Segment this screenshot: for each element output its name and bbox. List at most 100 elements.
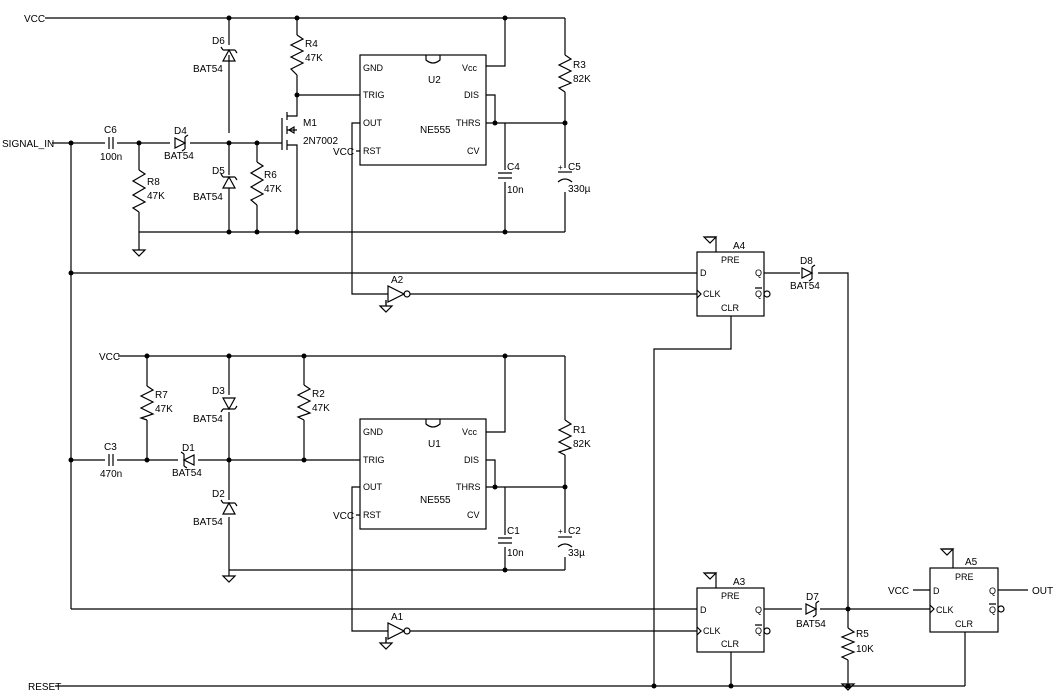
c4-value: 10n [507,185,524,196]
d1-value: BAT54 [172,468,202,479]
r1-value: 82K [573,439,591,450]
net-vcc-a5: VCC [888,586,909,597]
m1-ref: M1 [303,118,317,129]
a3-pin-qbar: Q [755,626,762,636]
net-out: OUT [1032,586,1053,597]
a4-pin-pre: PRE [721,255,740,265]
r3-value: 82K [573,74,591,85]
r1-ref: R1 [573,425,586,436]
a4-pin-clk: CLK [703,289,721,299]
a5-pin-d: D [933,586,940,596]
m1-value: 2N7002 [303,136,338,147]
d7-value: BAT54 [796,619,826,630]
resistor-r7: R7 47K [139,385,173,421]
ground-symbol [702,236,955,580]
inverter-a2: A2 [387,275,411,303]
resistor-r5: R5 10K [840,627,874,661]
d2-value: BAT54 [193,517,223,528]
c2-ref: C2 [568,526,581,537]
c6-ref: C6 [104,125,117,136]
r7-value: 47K [155,404,173,415]
d6-value: BAT54 [193,64,223,75]
r3-ref: R3 [573,60,586,71]
c5-ref: C5 [568,162,581,173]
diode-d5: D5 BAT54 [193,166,238,203]
u1-pin-cv: CV [467,510,480,520]
diode-d3: D3 BAT54 [193,386,238,425]
u1-value: NE555 [420,495,451,506]
a4-pin-d: D [700,268,707,278]
r2-ref: R2 [312,389,325,400]
timer-ic-u1: U1 NE555 GND TRIG OUT RST Vcc DIS THRS C… [359,418,487,530]
wires [45,17,1028,687]
resistor-r2: R2 47K [296,384,330,421]
net-vcc-top: VCC [24,14,45,25]
u1-pin-trig: TRIG [363,455,385,465]
capacitor-c6: C6 100n [100,125,122,163]
a4-pin-qbar: Q [755,289,762,299]
a3-pin-clr: CLR [721,639,740,649]
d3-value: BAT54 [193,414,223,425]
a3-pin-d: D [700,605,707,615]
a4-pin-q: Q [755,268,762,278]
u2-pin-cv: CV [467,146,480,156]
timer-ic-u2: U2 NE555 GND TRIG OUT RST Vcc DIS THRS C… [359,54,487,166]
u2-value: NE555 [420,125,451,136]
u2-ref: U2 [428,75,441,86]
svg-text:+: + [558,527,563,536]
r5-value: 10K [856,644,874,655]
resistor-r1: R1 82K [557,419,591,456]
capacitor-c3: C3 470n [100,442,122,480]
r8-ref: R8 [147,177,160,188]
c2-value: 33µ [568,548,585,559]
r7-ref: R7 [155,390,168,401]
flip-flop-a4: A4 PRE D Q CLK Q CLR [696,241,771,317]
d5-ref: D5 [212,166,225,177]
r5-ref: R5 [856,629,869,640]
a5-pin-pre: PRE [955,572,974,582]
a5-pin-q: Q [989,586,996,596]
u2-pin-dis: DIS [464,90,479,100]
a4-ref: A4 [733,241,746,252]
r4-value: 47K [305,53,323,64]
c5-value: 330µ [568,184,591,195]
inverter-a1: A1 [387,612,411,640]
mosfet-m1: M1 2N7002 [281,112,338,150]
resistor-r6: R6 47K [249,161,282,206]
u2-pin-gnd: GND [363,63,384,73]
diode-d7: D7 BAT54 [796,592,826,630]
a5-ref: A5 [965,557,978,568]
c4-ref: C4 [507,162,520,173]
a2-ref: A2 [391,275,404,286]
u2-pin-rst: RST [363,146,382,156]
u1-ref: U1 [428,439,441,450]
capacitor-c2: + C2 33µ [557,526,585,559]
d8-value: BAT54 [790,281,820,292]
u1-pin-rst: RST [363,510,382,520]
capacitor-c4: C4 10n [498,162,524,196]
a3-pin-clk: CLK [703,626,721,636]
a5-pin-qbar: Q [989,605,996,615]
d2-ref: D2 [212,489,225,500]
u2-pin-out: OUT [363,118,383,128]
d4-ref: D4 [174,126,187,137]
flip-flop-a5: A5 PRE D Q CLK Q CLR [929,557,1005,633]
flip-flop-a3: A3 PRE D Q CLK Q CLR [696,577,771,653]
net-reset: RESET [28,682,61,693]
diode-d2: D2 BAT54 [193,489,238,528]
r8-value: 47K [147,191,165,202]
c1-value: 10n [507,548,524,559]
c6-value: 100n [100,152,122,163]
resistor-r3: R3 82K [557,54,591,93]
ground-symbol [132,243,146,257]
capacitor-c5: + C5 330µ [557,162,591,195]
a3-ref: A3 [733,577,746,588]
r2-value: 47K [312,403,330,414]
svg-text:+: + [558,163,563,172]
diode-d4: D4 BAT54 [164,126,194,162]
a1-ref: A1 [391,612,404,623]
d4-value: BAT54 [164,151,194,162]
u1-pin-dis: DIS [464,455,479,465]
r4-ref: R4 [305,39,318,50]
